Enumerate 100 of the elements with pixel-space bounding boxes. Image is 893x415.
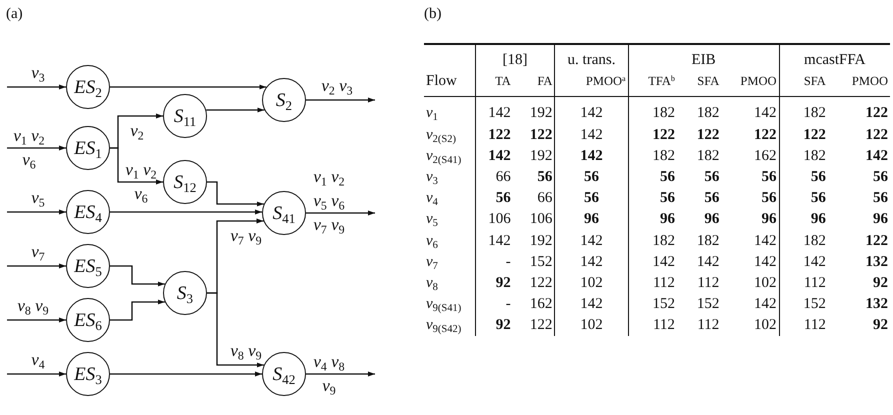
table-cell: 122 <box>530 274 552 291</box>
arrow <box>7 146 66 150</box>
edge-label: v$_{4}$ <box>30 349 46 372</box>
table-cell: 142 <box>580 148 603 164</box>
table-cell: 56 <box>873 169 888 186</box>
table-cell: 122 <box>803 126 826 143</box>
table-cell: 182 <box>803 232 826 249</box>
table-cell: 66 <box>496 169 511 186</box>
column-group-header: u. trans. <box>568 52 616 68</box>
table-cell: 182 <box>652 232 675 249</box>
edge-label: v$_{8}$ v$_{9}$ <box>16 295 50 318</box>
table-cell: 122 <box>866 105 888 122</box>
row-header: v$_{6}$ <box>426 232 438 249</box>
table-cell: 56 <box>584 169 600 186</box>
table-cell: 152 <box>652 296 675 312</box>
row-header: v$_{1}$ <box>426 105 438 122</box>
table-cell: 122 <box>754 126 777 143</box>
column-group-header: [18] <box>502 52 528 68</box>
node-label: ES$_{2}$ <box>74 78 102 96</box>
table-cell: 96 <box>584 211 600 228</box>
panel-label: (b) <box>424 6 442 23</box>
row-header: v$_{5}$ <box>426 211 438 228</box>
table-cell: 56 <box>660 190 675 206</box>
row-header: v$_{4}$ <box>426 190 438 206</box>
node-circle <box>163 160 207 204</box>
table-cell: 102 <box>580 317 603 334</box>
column-header: SFA <box>697 74 720 88</box>
table-cell: 56 <box>537 169 552 186</box>
column-group-header: mcastFFA <box>804 52 866 68</box>
table-cell: 96 <box>762 211 777 228</box>
table-cell: 142 <box>580 296 603 312</box>
row-header: v$_{7}$ <box>426 254 438 270</box>
table-cell: 182 <box>803 148 826 164</box>
node-circle <box>66 190 110 234</box>
table-cell: 152 <box>696 296 720 312</box>
node-circle <box>262 191 306 235</box>
node-label: S$_{3}$ <box>176 284 194 302</box>
column-header: PMOO <box>852 74 888 88</box>
table-cell: 122 <box>866 232 888 249</box>
table-cell: 92 <box>496 317 511 334</box>
table-cell: 142 <box>754 232 777 249</box>
column-group-header: EIB <box>691 52 716 68</box>
edge-label: v$_{1}$ v$_{2}$ v$_{5}$ v$_{6}$ v$_{7}$ v$_{9}$ <box>312 166 346 237</box>
node-circle <box>66 352 110 396</box>
arrow <box>306 372 375 376</box>
table-cell: 102 <box>754 274 777 291</box>
row-header: v$_{2(S41)}$ <box>426 148 462 164</box>
table-cell: 122 <box>696 126 720 143</box>
edge-label: v$_{4}$ v$_{8}$ v$_{9}$ <box>312 351 346 398</box>
table-cell: 56 <box>584 190 600 206</box>
table-cell: 142 <box>803 254 826 270</box>
arrow <box>7 264 66 268</box>
table-cell: 182 <box>652 105 675 122</box>
edge-label: v$_{2}$ <box>129 120 145 143</box>
table-cell: 122 <box>866 126 888 143</box>
node-label: ES$_{3}$ <box>74 364 102 384</box>
table-cell: 56 <box>810 190 826 206</box>
table-cell: 122 <box>530 317 552 334</box>
column-header: FA <box>537 74 552 88</box>
arrow <box>7 84 66 90</box>
table-cell: 106 <box>530 211 552 228</box>
table-cell: 112 <box>804 274 826 291</box>
node-label: S$_{11}$ <box>174 106 196 126</box>
table-cell: 112 <box>652 317 675 334</box>
table-cell: 152 <box>803 296 826 312</box>
node-circle <box>262 352 306 396</box>
table-cell: 162 <box>530 296 552 312</box>
edge-label: v$_{7}$ v$_{9}$ <box>229 225 263 248</box>
table-cell: 142 <box>580 126 603 143</box>
table-cell: 142 <box>488 148 511 164</box>
table-cell: 102 <box>754 317 777 334</box>
edge-label: v$_{2}$ v$_{3}$ <box>320 75 354 98</box>
table-cell: 102 <box>580 274 603 291</box>
arrow <box>110 300 165 321</box>
node-label: S$_{12}$ <box>174 172 196 192</box>
arrow <box>7 372 66 376</box>
edge-label: v$_{5}$ <box>30 187 46 210</box>
table-cell: 92 <box>873 274 888 291</box>
table-cell: 96 <box>873 211 888 228</box>
table-cell: 66 <box>537 190 552 206</box>
edge-label: v$_{3}$ <box>30 62 46 85</box>
row-header: v$_{9(S41)}$ <box>426 296 462 312</box>
table-cell: - <box>506 296 511 312</box>
arrow <box>110 84 266 90</box>
table-cell: 142 <box>652 254 675 270</box>
node-circle <box>66 65 110 109</box>
table-cell: 132 <box>866 296 888 312</box>
table-cell: 142 <box>866 148 888 164</box>
table-cell: 192 <box>530 232 552 249</box>
node-circle <box>66 298 110 342</box>
table-cell: 142 <box>580 232 603 249</box>
table-cell: 112 <box>804 317 826 334</box>
table-cell: 92 <box>496 274 511 291</box>
table-cell: 162 <box>754 148 777 164</box>
arrow <box>7 210 66 214</box>
table-cell: 56 <box>810 169 826 186</box>
node-circle <box>66 244 110 288</box>
arrow <box>110 372 262 376</box>
table-cell: 56 <box>704 190 720 206</box>
node-label: ES$_{1}$ <box>74 138 102 158</box>
